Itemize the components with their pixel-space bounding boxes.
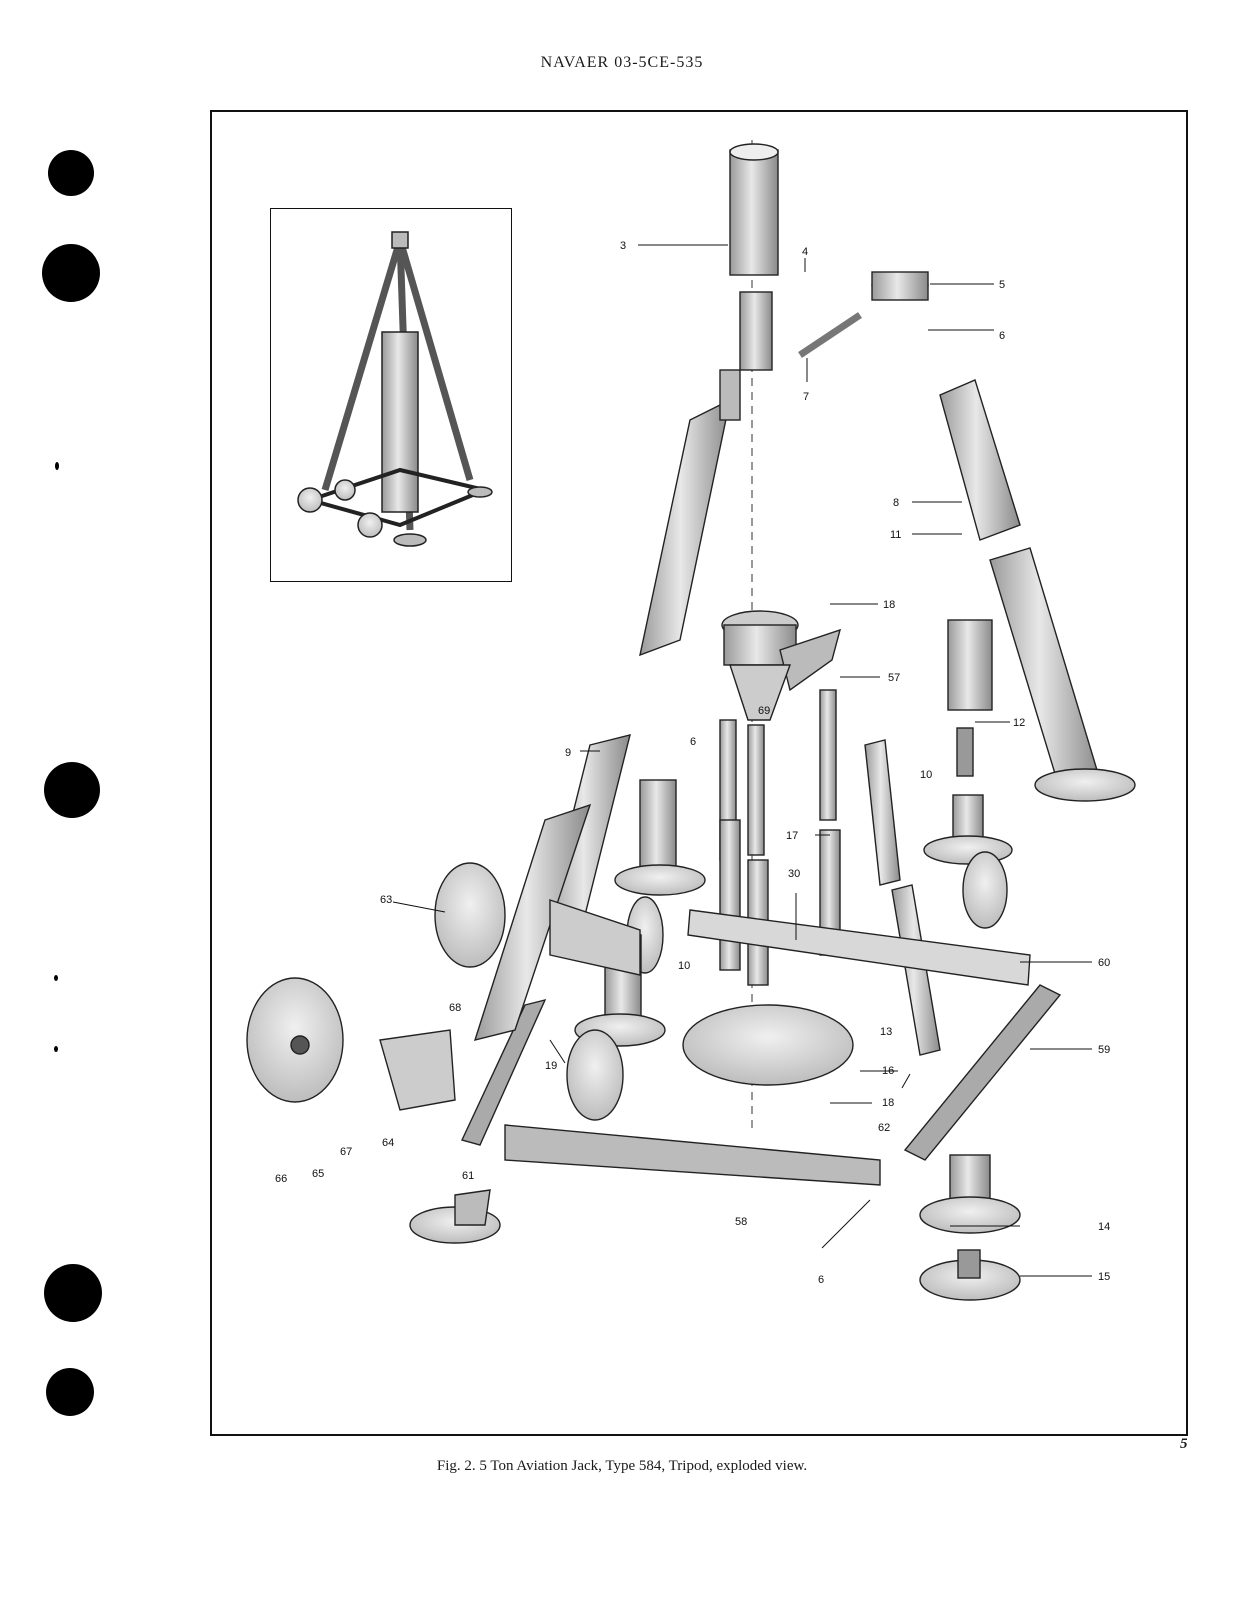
margin-mark (55, 462, 59, 470)
margin-mark (54, 975, 58, 981)
page-number: 5 (1180, 1436, 1188, 1452)
binder-hole (46, 1368, 94, 1416)
assembled-view-inset (270, 208, 512, 582)
callout-16: 16 (882, 1065, 894, 1077)
callout-5: 5 (999, 279, 1005, 291)
binder-hole (44, 762, 100, 818)
callout-64: 64 (382, 1137, 394, 1149)
callout-30: 30 (788, 868, 800, 880)
figure-caption: Fig. 2. 5 Ton Aviation Jack, Type 584, T… (436, 1458, 808, 1474)
callout-68: 68 (449, 1002, 461, 1014)
callout-10: 10 (920, 769, 932, 781)
callout-10: 10 (678, 960, 690, 972)
callout-66: 66 (275, 1173, 287, 1185)
callout-62: 62 (878, 1122, 890, 1134)
callout-69: 69 (758, 705, 770, 717)
callout-18: 18 (883, 599, 895, 611)
callout-6: 6 (818, 1274, 824, 1286)
callout-8: 8 (893, 497, 899, 509)
callout-67: 67 (340, 1146, 352, 1158)
callout-19: 19 (545, 1060, 557, 1072)
callout-7: 7 (803, 391, 809, 403)
callout-61: 61 (462, 1170, 474, 1182)
callout-58: 58 (735, 1216, 747, 1228)
callout-11: 11 (890, 529, 901, 541)
callout-3: 3 (620, 240, 626, 252)
callout-13: 13 (880, 1026, 892, 1038)
inset-tripod-illustration (297, 231, 493, 547)
callout-15: 15 (1098, 1271, 1110, 1283)
jack-parts-illustration (246, 140, 1136, 1301)
callout-60: 60 (1098, 957, 1110, 969)
callout-14: 14 (1098, 1221, 1110, 1233)
callout-63: 63 (380, 894, 392, 906)
figure-frame (210, 110, 1188, 1436)
binder-hole (42, 244, 100, 302)
callout-12: 12 (1013, 717, 1025, 729)
callout-4: 4 (802, 246, 808, 258)
callout-57: 57 (888, 672, 900, 684)
callout-65: 65 (312, 1168, 324, 1180)
callout-6: 6 (690, 736, 696, 748)
callout-17: 17 (786, 830, 798, 842)
binder-hole (44, 1264, 102, 1322)
callout-18: 18 (882, 1097, 894, 1109)
margin-mark (54, 1046, 58, 1052)
callout-6: 6 (999, 330, 1005, 342)
document-number: NAVAER 03-5CE-535 (540, 54, 704, 71)
callout-9: 9 (565, 747, 571, 759)
callout-59: 59 (1098, 1044, 1110, 1056)
binder-hole (48, 150, 94, 196)
